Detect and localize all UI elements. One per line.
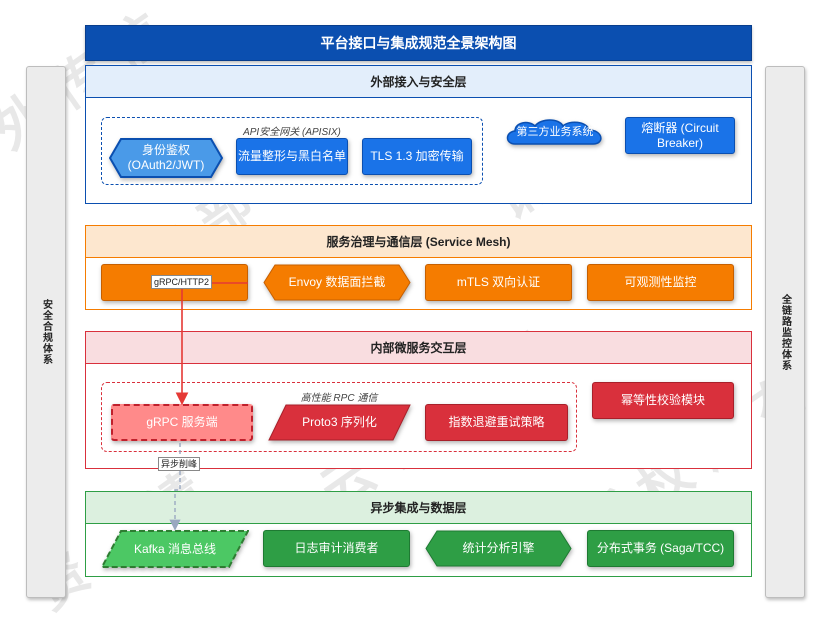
async-edge-label: 异步削峰 [158,457,201,471]
data-layer-title: 异步集成与数据层 [86,492,751,524]
security-compliance-label: 安全合规体系 [40,299,52,365]
kafka-parallelogram[interactable] [101,530,249,568]
analytics-hexagon[interactable] [425,530,572,567]
audit-box[interactable]: 日志审计消费者 [263,530,410,567]
envoy-hexagon[interactable] [263,264,411,301]
proto3-label: Proto3 序列化 [302,415,377,429]
third-party-label: 第三方业务系统 [516,126,594,139]
traffic-shaping-box[interactable]: 流量整形与黑白名单 [236,138,348,175]
mesh-layer-title: 服务治理与通信层 (Service Mesh) [86,226,751,258]
security-compliance-panel: 安全合规体系 [26,66,66,598]
diagram-title: 平台接口与集成规范全景架构图 [85,25,752,61]
envoy-label: Envoy 数据面拦截 [288,275,386,289]
auth-hexagon[interactable] [109,138,223,178]
proto3-parallelogram[interactable] [268,404,411,441]
external-layer-title: 外部接入与安全层 [86,66,751,98]
kafka-label: Kafka 消息总线 [133,541,217,556]
rpc-group-label: 高性能 RPC 通信 [300,393,378,404]
grpc-server-box[interactable]: gRPC 服务端 [111,404,253,441]
idempotent-box[interactable]: 幂等性校验模块 [592,382,734,419]
retry-box[interactable]: 指数退避重试策略 [425,404,568,441]
grpc-edge-label: gRPC/HTTP2 [151,275,213,289]
api-gateway-group [101,117,483,185]
third-party-cloud[interactable] [503,118,607,150]
monitoring-panel: 全链路监控体系 [765,66,805,598]
tls-box[interactable]: TLS 1.3 加密传输 [362,138,472,175]
analytics-label: 统计分析引擎 [462,541,535,555]
monitoring-label: 全链路监控体系 [779,293,791,371]
saga-box[interactable]: 分布式事务 (Saga/TCC) [587,530,734,567]
rpc-group [101,382,577,452]
mtls-box[interactable]: mTLS 双向认证 [425,264,572,301]
micro-layer-title: 内部微服务交互层 [86,332,751,364]
api-gateway-label: API安全网关 (APISIX) [243,127,341,138]
observability-box[interactable]: 可观测性监控 [587,264,734,301]
circuit-breaker-box[interactable]: 熔断器 (Circuit Breaker) [625,117,735,154]
auth-label: 身份鉴权 (OAuth2/JWT) [127,143,205,172]
